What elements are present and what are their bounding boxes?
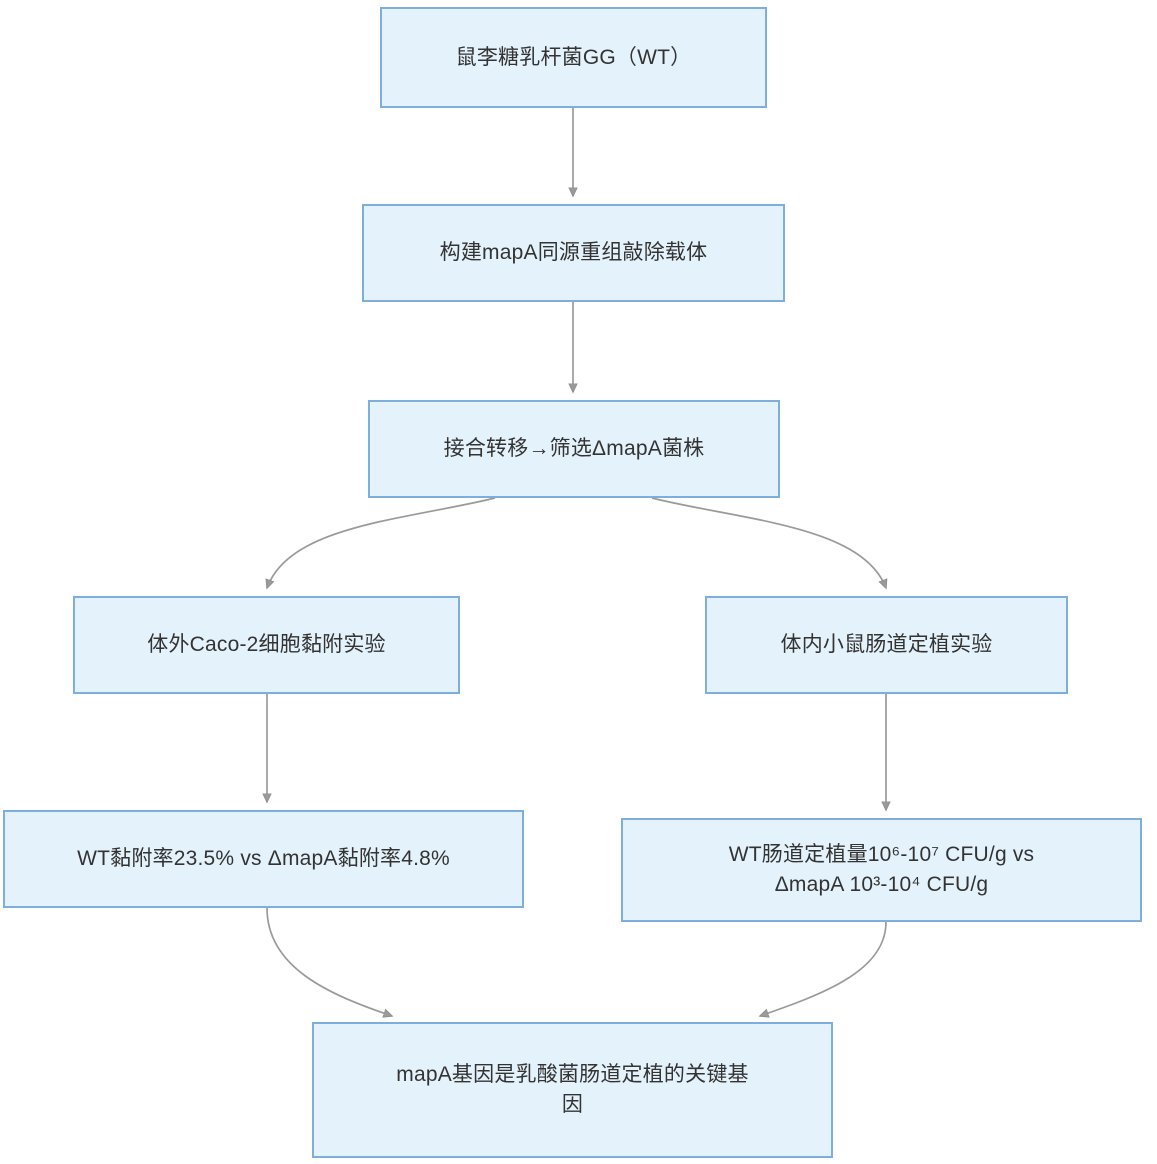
node-conclusion[interactable]: mapA基因是乳酸菌肠道定植的关键基 因 — [312, 1022, 833, 1158]
node-label: WT黏附率23.5% vs ΔmapA黏附率4.8% — [77, 847, 450, 871]
edge-n6-n8 — [266, 907, 392, 1016]
edge-n7-n8 — [760, 921, 887, 1016]
node-label: 体外Caco-2细胞黏附实验 — [147, 633, 386, 657]
edge-n3-n4 — [267, 497, 496, 588]
node-conjugation-screening[interactable]: 接合转移→筛选ΔmapA菌株 — [368, 400, 780, 498]
node-in-vivo-mouse-colonization[interactable]: 体内小鼠肠道定植实验 — [705, 596, 1068, 694]
node-label: 鼠李糖乳杆菌GG（WT） — [455, 45, 692, 69]
node-label: 体内小鼠肠道定植实验 — [780, 633, 993, 657]
node-label: WT肠道定植量10⁶-10⁷ CFU/g vs ΔmapA 10³-10⁴ CF… — [728, 843, 1035, 896]
node-label: 接合转移→筛选ΔmapA菌株 — [443, 437, 705, 461]
node-colonization-cfu-result[interactable]: WT肠道定植量10⁶-10⁷ CFU/g vs ΔmapA 10³-10⁴ CF… — [621, 818, 1142, 922]
node-in-vitro-caco2-adhesion[interactable]: 体外Caco-2细胞黏附实验 — [73, 596, 460, 694]
node-adhesion-rate-result[interactable]: WT黏附率23.5% vs ΔmapA黏附率4.8% — [3, 810, 524, 908]
edge-n3-n5 — [651, 497, 886, 588]
node-label: mapA基因是乳酸菌肠道定植的关键基 因 — [396, 1063, 749, 1116]
node-construct-knockout-vector[interactable]: 构建mapA同源重组敲除载体 — [362, 204, 785, 302]
node-wild-type-strain[interactable]: 鼠李糖乳杆菌GG（WT） — [380, 7, 767, 108]
node-label: 构建mapA同源重组敲除载体 — [439, 241, 708, 265]
